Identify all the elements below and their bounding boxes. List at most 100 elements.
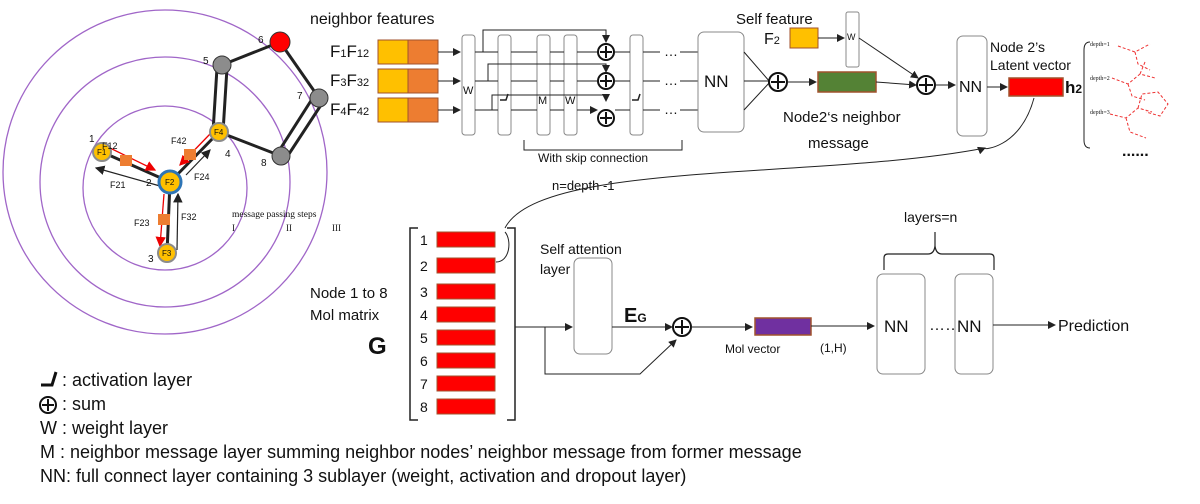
node-3-feature: F3 bbox=[162, 249, 172, 258]
step-III: III bbox=[332, 223, 341, 233]
ring-II bbox=[39, 56, 291, 308]
shape-label: (1,H) bbox=[820, 341, 847, 355]
node-2 bbox=[157, 169, 183, 195]
node-label-7: 7 bbox=[297, 91, 303, 102]
node-label-8: 8 bbox=[261, 158, 267, 169]
latent-label-1: Node 2’s bbox=[990, 39, 1045, 55]
node-6 bbox=[269, 31, 291, 53]
row-label-8: 8 bbox=[420, 399, 428, 415]
node-label-2: 2 bbox=[146, 178, 152, 189]
sum-icon bbox=[672, 317, 692, 337]
ellipsis-3: … bbox=[664, 101, 678, 117]
node-5 bbox=[212, 55, 232, 75]
mol-vector-label: Mol vector bbox=[725, 342, 780, 356]
nn-label-a: NN bbox=[884, 317, 909, 336]
h2-label: h2 bbox=[1065, 78, 1082, 97]
activation-icon bbox=[41, 371, 58, 387]
m-label: M bbox=[538, 95, 547, 107]
nn-box-a bbox=[876, 273, 926, 375]
input-label-1: F1F12 bbox=[330, 42, 369, 61]
legend-m: M : neighbor message layer summing neigh… bbox=[40, 442, 802, 462]
row-label-2: 2 bbox=[420, 258, 428, 274]
ring-I bbox=[82, 105, 248, 271]
top-pipeline: neighbor features F1F12 F3F32 F4F42 W M … bbox=[310, 11, 1169, 229]
legend-activation: : activation layer bbox=[62, 370, 193, 390]
neighbor-message-bar bbox=[817, 71, 877, 93]
g-label: G bbox=[368, 333, 387, 360]
row-label-7: 7 bbox=[420, 376, 428, 392]
edge-label-f23: F23 bbox=[134, 218, 150, 228]
w2-label: W bbox=[565, 95, 576, 107]
legend: : activation layer : sum W : weight laye… bbox=[40, 368, 802, 488]
ring-III bbox=[2, 9, 328, 335]
w-layer bbox=[461, 34, 476, 136]
edge-label-f42: F42 bbox=[171, 136, 187, 146]
self-feature-box bbox=[789, 27, 819, 49]
step-I: I bbox=[232, 223, 235, 233]
step-II: II bbox=[286, 223, 292, 233]
mol-matrix-rows bbox=[436, 231, 496, 415]
edge-label-f21: F21 bbox=[110, 180, 126, 190]
node-1-feature: F1 bbox=[97, 148, 107, 157]
depth-2-label: depth=2 bbox=[1090, 76, 1110, 82]
nn-label-b: NN bbox=[957, 317, 982, 336]
edge-feature-42 bbox=[184, 149, 196, 160]
legend-weight: W : weight layer bbox=[40, 418, 169, 438]
sum-icon bbox=[916, 75, 936, 95]
input-boxes bbox=[377, 39, 439, 123]
input-label-3: F4F42 bbox=[330, 100, 369, 119]
prediction-label: Prediction bbox=[1058, 318, 1129, 335]
edge-feature-12 bbox=[120, 155, 132, 166]
legend-sum: : sum bbox=[62, 394, 107, 414]
self-attention-label-1: Self attention bbox=[540, 241, 622, 257]
edge-feature-23 bbox=[158, 214, 170, 225]
node-label-4: 4 bbox=[225, 149, 231, 160]
w-small-label: W bbox=[847, 32, 856, 42]
row-label-3: 3 bbox=[420, 284, 428, 300]
sum-icon bbox=[597, 43, 615, 127]
mol-vector-bar bbox=[754, 317, 812, 336]
node-2-feature: F2 bbox=[165, 178, 175, 187]
molecule-graph: F1 F4 F3 F2 1 2 3 4 5 6 7 8 F12 F42 F21 … bbox=[2, 9, 341, 335]
nn-box-b bbox=[954, 273, 994, 375]
ellipsis-2: … bbox=[664, 72, 678, 88]
legend-nn: NN: full connect layer containing 3 subl… bbox=[40, 466, 687, 486]
neighbor-features-label: neighbor features bbox=[310, 11, 435, 28]
w-layer-2 bbox=[563, 34, 578, 136]
mol-matrix-label-1: Node 1 to 8 bbox=[310, 285, 388, 302]
node-label-6: 6 bbox=[258, 35, 264, 46]
edge-label-f32: F32 bbox=[181, 212, 197, 222]
m-layer bbox=[536, 34, 551, 136]
node-4 bbox=[209, 122, 229, 142]
nn-dots: …… bbox=[929, 317, 961, 334]
node-label-5: 5 bbox=[203, 56, 209, 67]
message-passing-label: message passing steps bbox=[232, 210, 317, 220]
nn-label-1: NN bbox=[704, 72, 729, 91]
latent-vector-bar bbox=[1008, 77, 1064, 97]
self-attention-box bbox=[573, 257, 613, 355]
node-label-3: 3 bbox=[148, 254, 154, 265]
mol-matrix-label-2: Mol matrix bbox=[310, 307, 380, 324]
row-label-1: 1 bbox=[420, 232, 428, 248]
input-label-2: F3F32 bbox=[330, 71, 369, 90]
bottom-pipeline: 1 2 3 4 5 6 7 8 Node 1 to 8 Mol matrix G… bbox=[310, 209, 1129, 421]
self-attention-label-2: layer bbox=[540, 261, 571, 277]
node-1 bbox=[92, 142, 112, 162]
row-label-5: 5 bbox=[420, 330, 428, 346]
act-layer-1 bbox=[497, 34, 512, 136]
act-layer-2 bbox=[629, 34, 644, 136]
f2-label: F2 bbox=[764, 31, 780, 48]
node-3 bbox=[157, 243, 177, 263]
node-8 bbox=[271, 146, 291, 166]
latent-label-2: Latent vector bbox=[990, 57, 1071, 73]
row-label-6: 6 bbox=[420, 353, 428, 369]
row-label-4: 4 bbox=[420, 307, 428, 323]
w-small-box bbox=[845, 11, 860, 68]
skip-connection-label: With skip connection bbox=[538, 151, 648, 165]
depth-dots: ...... bbox=[1122, 143, 1149, 160]
sum-icon bbox=[768, 72, 788, 92]
neighbor-message-label-1: Node2‘s neighbor bbox=[783, 109, 901, 126]
node-7 bbox=[309, 88, 329, 108]
nn-label-2: NN bbox=[959, 79, 982, 96]
